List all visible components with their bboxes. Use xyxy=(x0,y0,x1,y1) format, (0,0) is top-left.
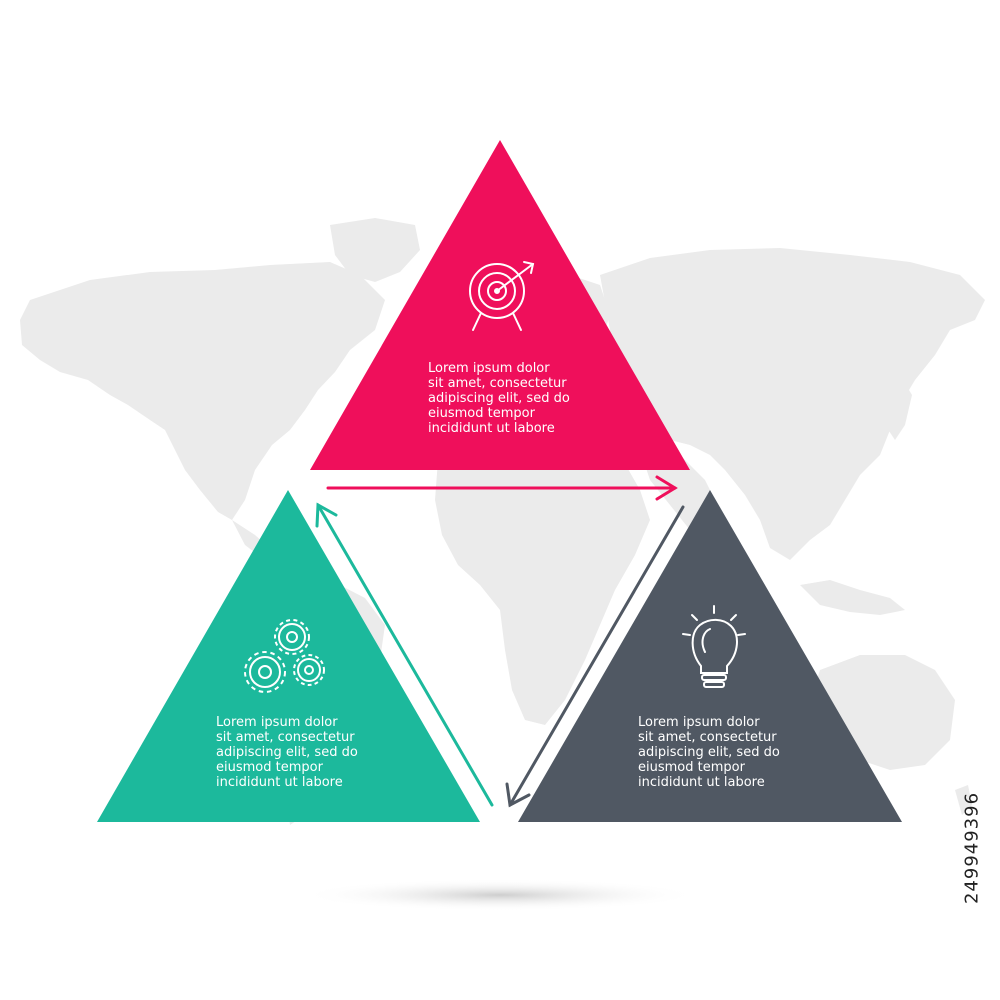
triangle-left xyxy=(97,490,480,822)
step-left-line-2: sit amet, consectetur xyxy=(216,730,355,745)
step-top-line-2: sit amet, consectetur xyxy=(428,376,567,391)
step-left-line-4: eiusmod tempor xyxy=(216,760,323,775)
step-left-line-5: incididunt ut labore xyxy=(216,775,343,790)
target-icon xyxy=(469,261,535,331)
step-right-line-3: adipiscing elit, sed do xyxy=(638,745,780,760)
step-right-line-4: eiusmod tempor xyxy=(638,760,745,775)
step-right-line-1: Lorem ipsum dolor xyxy=(638,715,760,730)
step-top-line-3: adipiscing elit, sed do xyxy=(428,391,570,406)
map-indonesia xyxy=(800,580,905,615)
step-top-line-4: eiusmod tempor xyxy=(428,406,535,421)
step-left-line-3: adipiscing elit, sed do xyxy=(216,745,358,760)
step-left-text: Lorem ipsum dolor sit amet, consectetur … xyxy=(216,715,358,790)
map-greenland xyxy=(330,218,420,282)
map-japan xyxy=(885,375,912,440)
triangle-right xyxy=(518,490,902,822)
step-top-text: Lorem ipsum dolor sit amet, consectetur … xyxy=(428,361,570,436)
arrow-left-to-top xyxy=(315,502,494,807)
step-right-text: Lorem ipsum dolor sit amet, consectetur … xyxy=(638,715,780,790)
step-left-line-1: Lorem ipsum dolor xyxy=(216,715,338,730)
lightbulb-icon xyxy=(682,605,746,688)
step-right-line-2: sit amet, consectetur xyxy=(638,730,777,745)
step-top-line-1: Lorem ipsum dolor xyxy=(428,361,550,376)
arrow-right-to-left xyxy=(505,505,685,808)
stock-id-label: 249949396 xyxy=(952,748,992,948)
triangle-top xyxy=(310,140,690,470)
map-asia xyxy=(600,248,985,560)
gears-icon xyxy=(244,619,325,693)
step-right-line-5: incididunt ut labore xyxy=(638,775,765,790)
map-new-zealand xyxy=(955,785,972,815)
stock-id-text: 249949396 xyxy=(961,791,983,905)
step-top-line-5: incididunt ut labore xyxy=(428,421,555,436)
map-north-america xyxy=(20,262,385,520)
arrow-top-to-right xyxy=(326,475,678,501)
ground-shadow xyxy=(300,879,700,911)
